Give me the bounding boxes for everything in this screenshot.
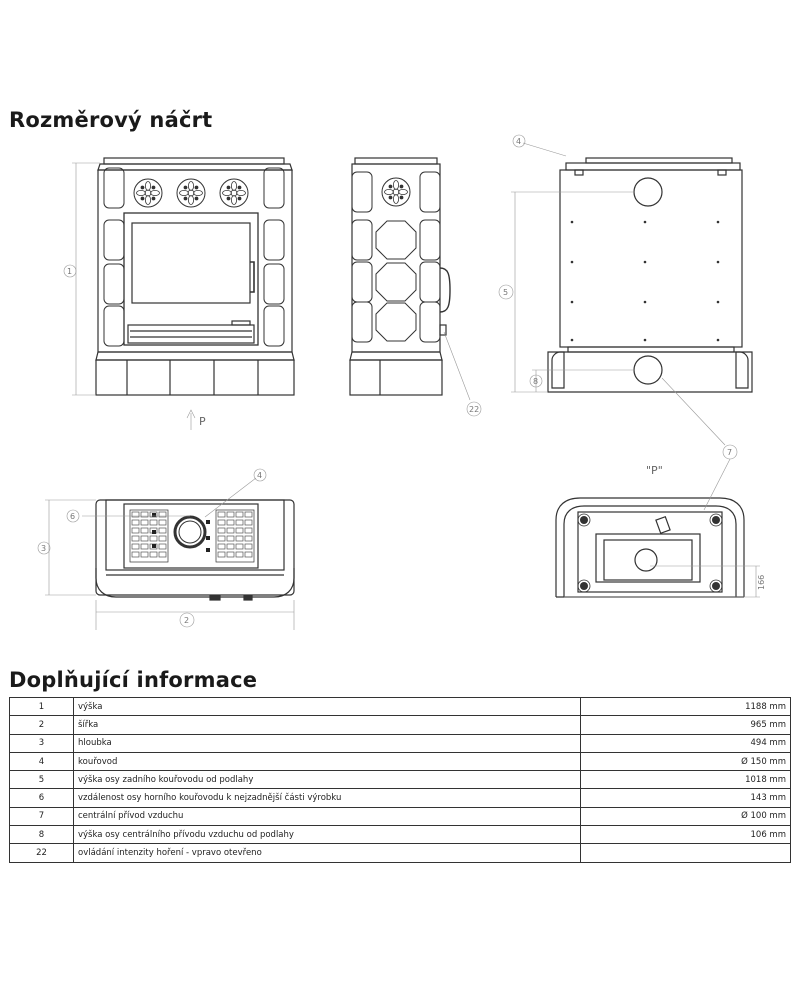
side-view xyxy=(349,157,451,396)
view-p xyxy=(555,497,745,598)
spec-label: kouřovod xyxy=(73,751,581,772)
callout-3-label: 3 xyxy=(41,544,46,553)
callout-22-label: 22 xyxy=(469,405,479,414)
dimension-drawing: 1 P 22 xyxy=(37,134,766,630)
spec-value: 106 mm xyxy=(580,825,791,845)
spec-label: vzdálenost osy horního kouřovodu k nejza… xyxy=(73,788,581,808)
callout-6-label: 6 xyxy=(70,512,75,521)
spec-value: Ø 100 mm xyxy=(580,806,791,827)
spec-num: 2 xyxy=(9,715,74,735)
spec-value: 143 mm xyxy=(580,788,791,808)
spec-value: Ø 150 mm xyxy=(580,751,791,772)
spec-label: šířka xyxy=(73,715,581,735)
spec-label: výška osy centrálního přívodu vzduchu od… xyxy=(73,825,581,845)
sketch-title: Rozměrový náčrt xyxy=(9,108,213,132)
callout-7-label: 7 xyxy=(727,448,732,457)
view-p-label: "P" xyxy=(646,464,663,477)
spec-label: výška osy zadního kouřovodu od podlahy xyxy=(73,770,581,790)
spec-num: 6 xyxy=(9,788,74,808)
callout-4-rear-label: 4 xyxy=(516,137,521,146)
dim-166-label: 166 xyxy=(757,575,766,590)
spec-value: 965 mm xyxy=(580,715,791,735)
view-arrow-label: P xyxy=(199,415,206,428)
spec-num: 7 xyxy=(9,806,74,827)
spec-num: 8 xyxy=(9,825,74,845)
callout-8-label: 8 xyxy=(533,377,538,386)
spec-num: 4 xyxy=(9,751,74,772)
callout-1-label: 1 xyxy=(67,267,72,276)
spec-value: 1018 mm xyxy=(580,770,791,790)
front-view xyxy=(95,157,295,396)
spec-label: hloubka xyxy=(73,733,581,753)
spec-value xyxy=(580,843,791,863)
spec-label: ovládání intenzity hoření - vpravo otevř… xyxy=(73,843,581,863)
spec-value: 1188 mm xyxy=(580,696,791,717)
top-view xyxy=(95,499,295,601)
spec-num: 3 xyxy=(9,733,74,753)
callout-4-top-label: 4 xyxy=(257,471,262,480)
spec-label: centrální přívod vzduchu xyxy=(73,806,581,827)
rear-view xyxy=(547,157,753,393)
callout-5-label: 5 xyxy=(503,288,508,297)
spec-label: výška xyxy=(73,696,581,717)
spec-value: 494 mm xyxy=(580,733,791,753)
spec-num: 5 xyxy=(9,770,74,790)
info-title: Doplňující informace xyxy=(9,668,258,692)
callout-2-label: 2 xyxy=(184,616,189,625)
spec-num: 1 xyxy=(9,696,74,717)
spec-num: 22 xyxy=(9,843,74,863)
